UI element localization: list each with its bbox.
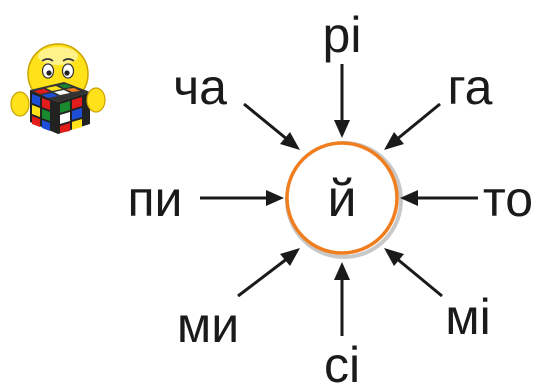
arrow-bottom-right bbox=[384, 248, 443, 298]
arrow-top bbox=[334, 64, 350, 138]
smiley-with-rubiks-cube-icon bbox=[10, 43, 106, 134]
center-letter: й bbox=[327, 170, 356, 228]
arrow-top-left bbox=[243, 102, 300, 150]
center-ring bbox=[285, 141, 399, 255]
syllable-left: пи bbox=[127, 171, 182, 227]
syllable-top-left: ча bbox=[173, 59, 227, 115]
arrow-top-right bbox=[384, 102, 441, 150]
syllable-bottom: сі bbox=[324, 337, 360, 388]
syllable-right: то bbox=[483, 171, 533, 227]
arrow-bottom-left bbox=[237, 248, 300, 298]
syllable-bottom-right: мі bbox=[445, 289, 490, 345]
syllable-top: рі bbox=[323, 7, 362, 63]
arrow-left bbox=[200, 190, 284, 206]
arrow-bottom bbox=[334, 262, 350, 336]
syllable-bottom-left: ми bbox=[177, 297, 239, 353]
syllable-top-right: га bbox=[448, 59, 493, 115]
arrow-right bbox=[400, 190, 478, 206]
